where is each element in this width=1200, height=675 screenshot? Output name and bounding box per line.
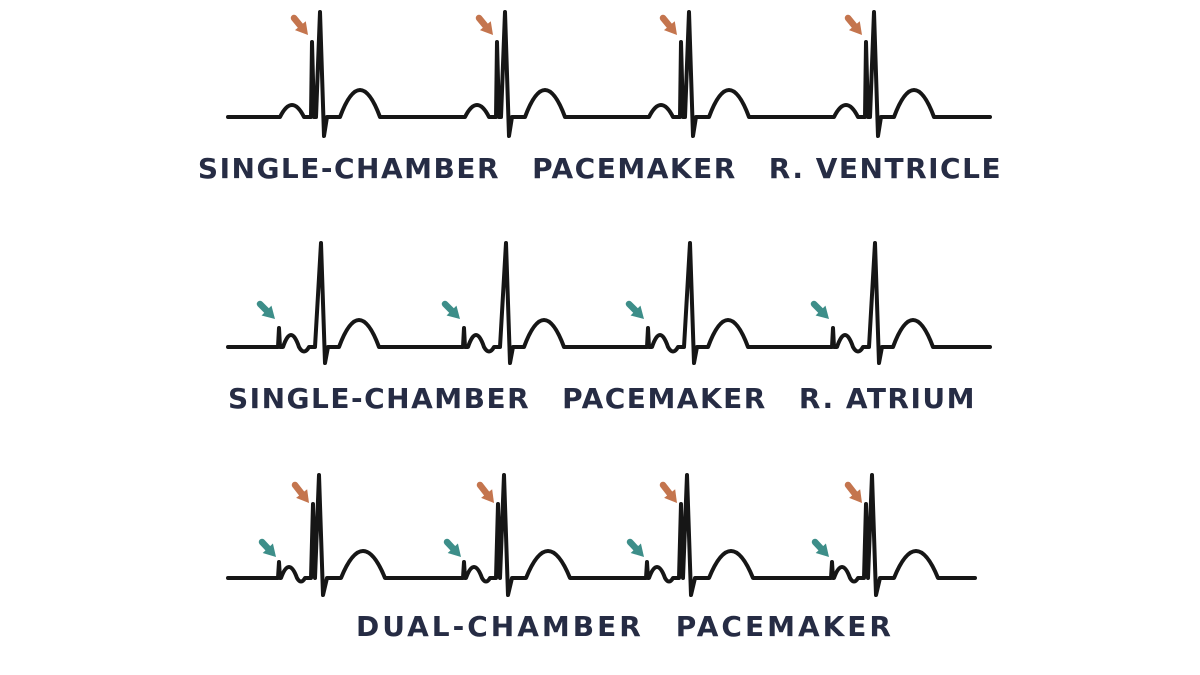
ventricular-pacing-arrow-icon [479,21,493,35]
ecg-waveform [226,10,992,138]
ventricular-pacing-arrow-icon [663,21,677,35]
atrial-pacing-arrow-icon [815,305,829,319]
ventricular-pacing-arrow-icon [664,489,677,503]
ventricular-pacing-arrow-icon [290,14,305,31]
label-word: R. ATRIUM [798,382,976,415]
ventricular-pacing-arrow-icon [291,481,307,499]
ventricular-pacing-arrow-icon [294,21,308,35]
ventricular-pacing-arrow-icon [659,481,675,499]
ventricular-pacing-arrow-icon [849,489,862,503]
ecg-strip-atrial-paced [226,241,992,365]
label-word: DUAL-CHAMBER [355,610,644,643]
ventricular-pacing-arrow-icon [296,489,309,503]
ecg-waveform [226,241,992,365]
ventricular-pacing-arrow-icon [476,481,492,499]
atrial-pacing-arrow-icon [446,305,460,319]
atrial-pacing-arrow-icon [262,543,276,557]
ventricular-pacing-arrow-icon [844,481,860,499]
ecg-strip-dual-paced [226,473,977,597]
ecg-strip-ventricular-paced [226,10,992,138]
strip-label-dual: DUAL-CHAMBER PACEMAKER [0,610,1200,643]
ventricular-pacing-arrow-icon [659,14,674,31]
label-word: SINGLE-CHAMBER [228,382,531,415]
ventricular-pacing-arrow-icon [475,14,490,31]
ecg-waveform [226,473,977,597]
ventricular-pacing-arrow-icon [844,14,859,31]
atrial-pacing-arrow-icon [630,305,644,319]
strip-label-ventricular: SINGLE-CHAMBER PACEMAKER R. VENTRICLE [0,152,1200,185]
ventricular-pacing-arrow-icon [848,21,862,35]
atrial-pacing-arrow-icon [630,543,644,557]
atrial-pacing-arrow-icon [815,543,829,557]
label-word: PACEMAKER [562,382,767,415]
atrial-pacing-arrow-icon [261,305,275,319]
label-word: PACEMAKER [675,610,894,643]
label-word: PACEMAKER [532,152,737,185]
strip-label-atrial: SINGLE-CHAMBER PACEMAKER R. ATRIUM [0,382,1200,415]
atrial-pacing-arrow-icon [447,543,461,557]
ventricular-pacing-arrow-icon [481,489,494,503]
label-word: R. VENTRICLE [768,152,1003,185]
label-word: SINGLE-CHAMBER [197,152,501,185]
